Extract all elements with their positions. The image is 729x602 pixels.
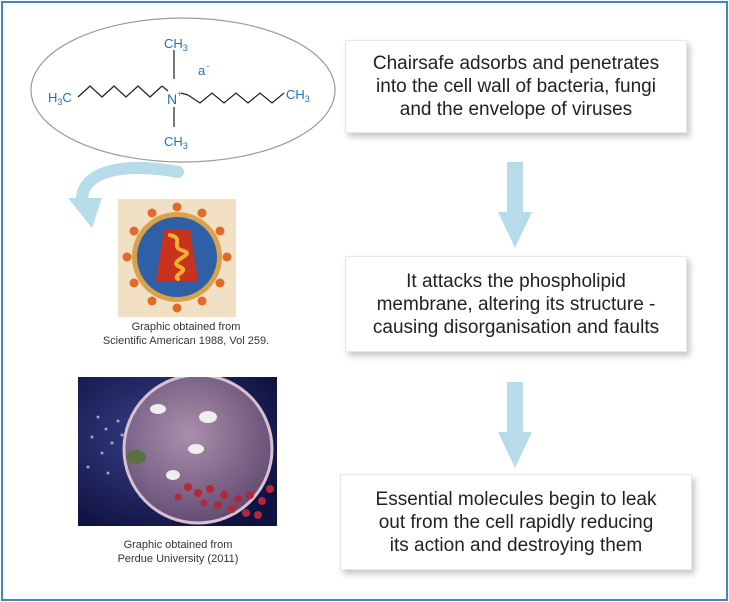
ch3-top-label: CH3 [164,36,188,53]
ch3-right-label: CH3 [286,87,310,104]
cell-caption: Graphic obtained from Perdue University … [117,539,239,565]
bond-left [161,85,169,92]
virus-caption: Graphic obtained from Scientific America… [102,321,270,347]
curved-arrow-icon [68,161,184,228]
left-alkyl-chain [77,85,163,98]
bond-right [180,92,189,96]
right-alkyl-chain [187,92,285,104]
ch3-bottom-label: CH3 [164,134,188,151]
molecule-diagram: CH3 a- H3C N+ CH3 CH3 [30,17,336,163]
virus-graphic [118,199,236,317]
step-box-3: Essential molecules begin to leak out fr… [340,474,692,570]
step-text-2: It attacks the phospholipid membrane, al… [372,270,660,338]
step-box-1: Chairsafe adsorbs and penetrates into th… [345,40,687,133]
down-arrow-icon [498,162,532,248]
step-text-1: Chairsafe adsorbs and penetrates into th… [372,53,660,120]
cell-graphic [78,377,277,526]
anion-label: a- [198,61,209,78]
molecule-ellipse [30,17,336,163]
nitrogen-label: N+ [167,89,182,107]
down-arrow-icon [498,382,532,468]
step-text-3: Essential molecules begin to leak out fr… [375,488,657,556]
h3c-left-label: H3C [48,90,72,107]
step-box-2: It attacks the phospholipid membrane, al… [345,256,687,352]
